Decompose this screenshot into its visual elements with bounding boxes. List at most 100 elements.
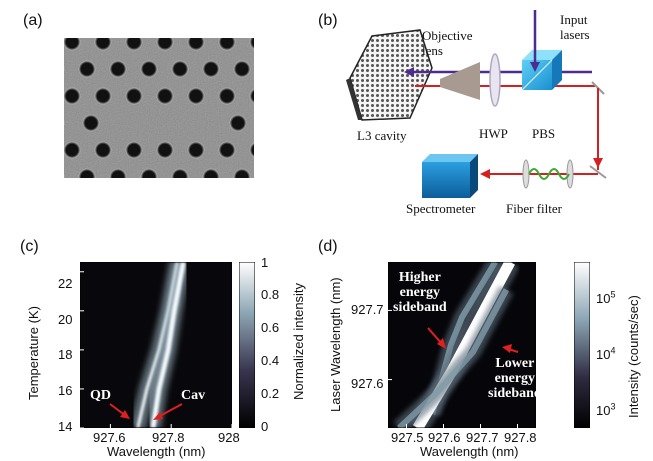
crystal-hole	[94, 38, 112, 51]
crystal-hole	[233, 60, 251, 78]
cbc-tick-1: 1	[261, 255, 269, 270]
crystal-hole	[64, 120, 65, 126]
crystal-hole	[218, 141, 236, 159]
fiber-filter	[528, 168, 570, 180]
sem-image	[64, 38, 254, 178]
cbc-tick-0-8: 0.8	[261, 287, 280, 302]
l3-cavity-hexagon	[349, 29, 433, 121]
cbd-tick-1e3: 103	[596, 402, 615, 418]
crystal-hole	[171, 60, 189, 78]
crystal-hole	[125, 38, 143, 51]
crystal-hole	[64, 174, 65, 178]
c-xtick-927-6: 927.6	[93, 430, 126, 445]
crystal-hole	[140, 60, 158, 78]
d-ytick-927-7: 927.7	[351, 302, 384, 317]
crystal-hole	[156, 87, 174, 105]
pbs-label: PBS	[532, 126, 556, 141]
cbc-tick-0-4: 0.4	[261, 353, 280, 368]
c-ytick-22: 22	[58, 276, 73, 291]
crystal-hole	[218, 87, 236, 105]
fiber-filter-lens-right	[566, 159, 574, 189]
crystal-hole	[156, 38, 174, 51]
c-ytick-14: 14	[58, 419, 73, 434]
crystal-hole	[187, 141, 205, 159]
panel-a-label: (a)	[23, 12, 43, 29]
fiber-filter-label: Fiber filter	[506, 201, 562, 216]
cav-annotation: Cav	[181, 388, 206, 403]
higher-sideband-annotation: Higher energy sideband	[393, 270, 447, 315]
crystal-hole	[64, 87, 81, 105]
d-xtick-927-6: 927.6	[428, 430, 461, 445]
objective-lens-label: Objective lens	[422, 28, 473, 58]
crystal-hole	[140, 168, 158, 178]
hwp-label: HWP	[479, 126, 508, 141]
crystal-hole	[249, 38, 254, 50]
d-arrows	[427, 327, 519, 353]
crystal-hole	[78, 168, 96, 178]
series-line-cav	[150, 262, 186, 428]
colorbar-d	[574, 262, 590, 428]
panel-d-label: (d)	[318, 238, 338, 255]
qd-annotation: QD	[90, 388, 111, 403]
heatmap-d	[388, 262, 536, 428]
crystal-hole	[218, 38, 236, 51]
cbd-tick-1e3-text: 103	[596, 402, 616, 419]
crystal-hole	[109, 168, 127, 178]
c-ytick-16: 16	[58, 383, 73, 398]
c-colorbar-title: Normalized intensity	[291, 282, 306, 400]
crystal-hole	[202, 168, 220, 178]
crystal-hole	[82, 114, 100, 132]
crystal-hole	[249, 88, 254, 104]
cbd-tick-1e5-text: 105	[596, 290, 616, 307]
l3-cavity-label: L3 cavity	[357, 128, 407, 143]
spectrometer-label: Spectrometer	[406, 201, 476, 216]
crystal-hole	[229, 114, 247, 132]
c-xtick-927-8: 927.8	[152, 430, 185, 445]
cbc-tick-0-6: 0.6	[261, 320, 280, 335]
c-ytick-18: 18	[58, 347, 73, 362]
crystal-hole	[78, 60, 96, 78]
panel-c-label: (c)	[20, 238, 39, 255]
d-xtick-927-7: 927.7	[466, 430, 499, 445]
crystal-hole	[233, 168, 251, 178]
crystal-hole	[94, 141, 112, 159]
crystal-hole	[125, 87, 143, 105]
crystal-hole	[187, 87, 205, 105]
crystal-hole	[187, 38, 205, 51]
crystal-hole	[249, 142, 254, 158]
crystal-hole	[202, 60, 220, 78]
crystal-hole	[64, 66, 65, 72]
crystal-hole	[94, 87, 112, 105]
spectrometer	[422, 154, 478, 198]
objective-lens	[440, 62, 480, 100]
crystal-hole	[125, 141, 143, 159]
input-lasers-label: Input lasers	[560, 12, 590, 42]
panel-b-label: (b)	[318, 12, 338, 29]
crystal-hole	[109, 60, 127, 78]
cbd-tick-1e4: 104	[596, 346, 615, 362]
hwp	[489, 53, 501, 107]
crystal-hole	[171, 168, 189, 178]
d-ylabel: Laser Wavelength (nm)	[328, 277, 343, 412]
cbc-tick-0: 0	[261, 419, 269, 434]
heatmap-c	[80, 262, 232, 428]
series-line-2	[397, 288, 510, 428]
d-ytick-927-6: 927.6	[351, 376, 384, 391]
d-colorbar-title: Intensity (counts/sec)	[626, 295, 641, 418]
optical-setup-diagram	[346, 10, 607, 198]
fiber-filter-lens-left	[522, 159, 530, 189]
d-xtick-927-5: 927.5	[391, 430, 424, 445]
lower-sideband-annotation: Lower energy sideband	[488, 356, 542, 401]
crystal-hole	[156, 141, 174, 159]
pbs-cube	[521, 50, 562, 91]
crystal-hole	[64, 38, 81, 51]
cbd-tick-1e5: 105	[596, 290, 615, 306]
c-ylabel: Temperature (K)	[26, 306, 41, 400]
c-xtick-928: 928	[218, 430, 240, 445]
cbc-tick-0-2: 0.2	[261, 386, 280, 401]
d-xtick-927-8: 927.8	[504, 430, 537, 445]
c-ytick-20: 20	[58, 312, 73, 327]
cbd-tick-1e4-text: 104	[596, 346, 616, 363]
colorbar-c	[239, 262, 255, 428]
c-xlabel: Wavelength (nm)	[107, 444, 206, 459]
